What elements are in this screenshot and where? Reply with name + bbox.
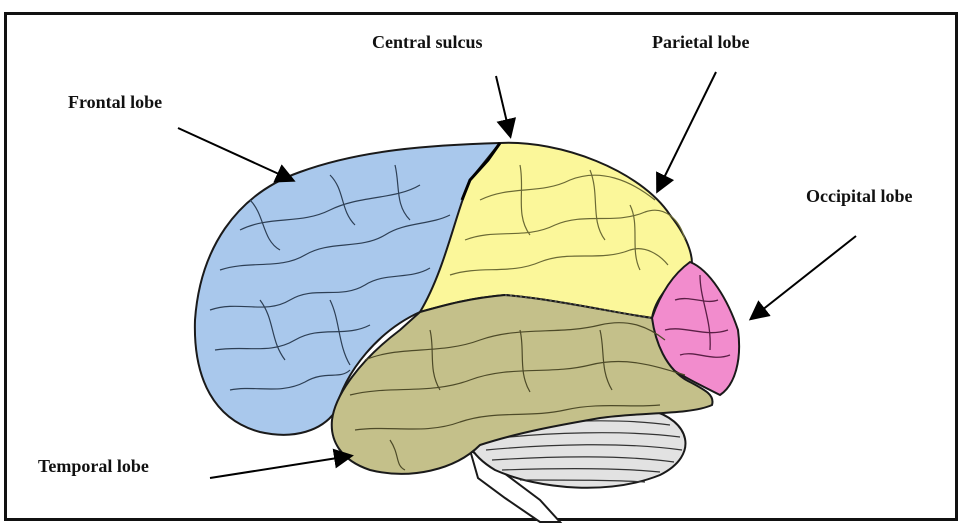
arrow-frontal-lobe (178, 128, 292, 180)
arrow-parietal-lobe (658, 72, 716, 190)
frontal-lobe-label: Frontal lobe (68, 92, 162, 113)
temporal-lobe-label: Temporal lobe (38, 456, 149, 477)
parietal-lobe-label: Parietal lobe (652, 32, 749, 53)
arrow-occipital-lobe (752, 236, 856, 318)
occipital-lobe-label: Occipital lobe (806, 186, 913, 207)
arrow-central-sulcus (496, 76, 510, 135)
central-sulcus-label: Central sulcus (372, 32, 483, 53)
arrow-temporal-lobe (210, 456, 350, 478)
